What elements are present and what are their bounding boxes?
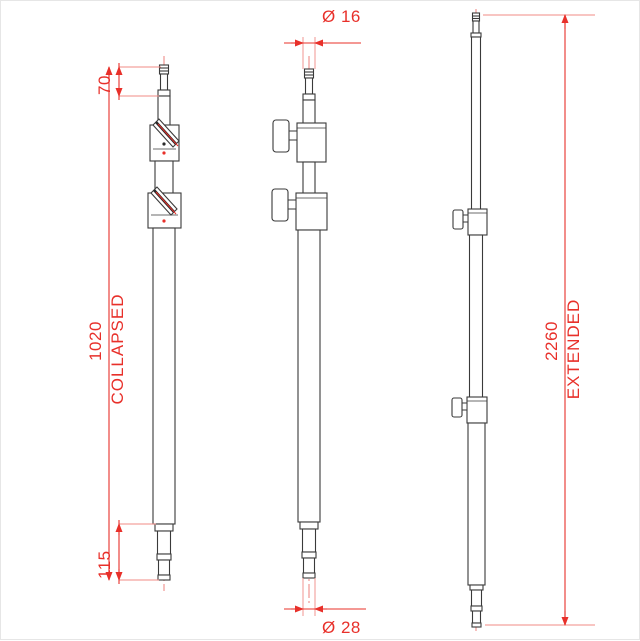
dim-2260-label: 2260	[542, 321, 561, 361]
dim-top-diameter: Ø 16	[284, 7, 361, 69]
clamp-lower-middle[interactable]	[271, 188, 328, 231]
tube-upper-right	[470, 36, 482, 213]
dim-115-label: 115	[95, 550, 114, 579]
clamp-knob-lower-middle[interactable]	[271, 188, 289, 222]
dim-bottom-segment: 115	[95, 520, 123, 584]
tube-middle-right	[468, 234, 484, 403]
clamp-knob-neck-lower-right[interactable]	[461, 402, 468, 411]
dim-collapsed-length: 1020 COLLAPSED	[86, 66, 127, 581]
dim-bottom-diameter: Ø 28	[284, 578, 366, 637]
top-tip-right	[470, 12, 482, 38]
tube-upper-middle	[302, 99, 316, 125]
view-left-collapsed	[147, 56, 182, 591]
clamp-knob-neck-upper-middle[interactable]	[288, 130, 298, 141]
dim-70-label: 70	[95, 75, 114, 95]
top-tip-middle	[302, 68, 316, 101]
clamp-lever-lower-left[interactable]	[150, 186, 178, 216]
clamp-upper-right[interactable]	[452, 208, 488, 236]
tube-main-right	[467, 422, 486, 586]
dimensions-left	[119, 66, 161, 581]
bottom-foot-right	[469, 584, 484, 628]
dim-1020-label: 1020	[86, 321, 105, 361]
clamp-upper-left[interactable]	[149, 118, 180, 162]
clamp-knob-lower-right[interactable]	[451, 397, 463, 418]
view-right-extended	[451, 9, 488, 631]
label-collapsed: COLLAPSED	[108, 293, 127, 404]
view-middle-side	[271, 56, 328, 606]
tube-middle-middle	[302, 161, 316, 195]
bottom-foot-left	[154, 523, 174, 581]
clamp-lower-left[interactable]	[147, 186, 182, 229]
dim-diameter-28-label: Ø 28	[322, 618, 361, 637]
dim-top-segment: 70	[95, 63, 123, 100]
clamp-knob-neck-upper-right[interactable]	[462, 214, 469, 223]
tube-main-middle	[297, 229, 321, 523]
dim-diameter-16-label: Ø 16	[322, 7, 361, 26]
bottom-foot-middle	[299, 521, 319, 579]
dimensions-right: 2260 EXTENDED	[483, 14, 595, 626]
clamp-upper-middle[interactable]	[272, 119, 327, 163]
label-extended: EXTENDED	[564, 299, 583, 400]
clamp-knob-upper-middle[interactable]	[272, 119, 290, 153]
clamp-knob-upper-right[interactable]	[452, 209, 464, 230]
clamp-lower-right[interactable]	[451, 396, 488, 424]
top-tip-left	[157, 64, 171, 97]
clamp-lever-upper-left[interactable]	[152, 118, 180, 148]
clamp-knob-neck-lower-middle[interactable]	[287, 199, 297, 210]
tube-main-left	[152, 227, 176, 525]
